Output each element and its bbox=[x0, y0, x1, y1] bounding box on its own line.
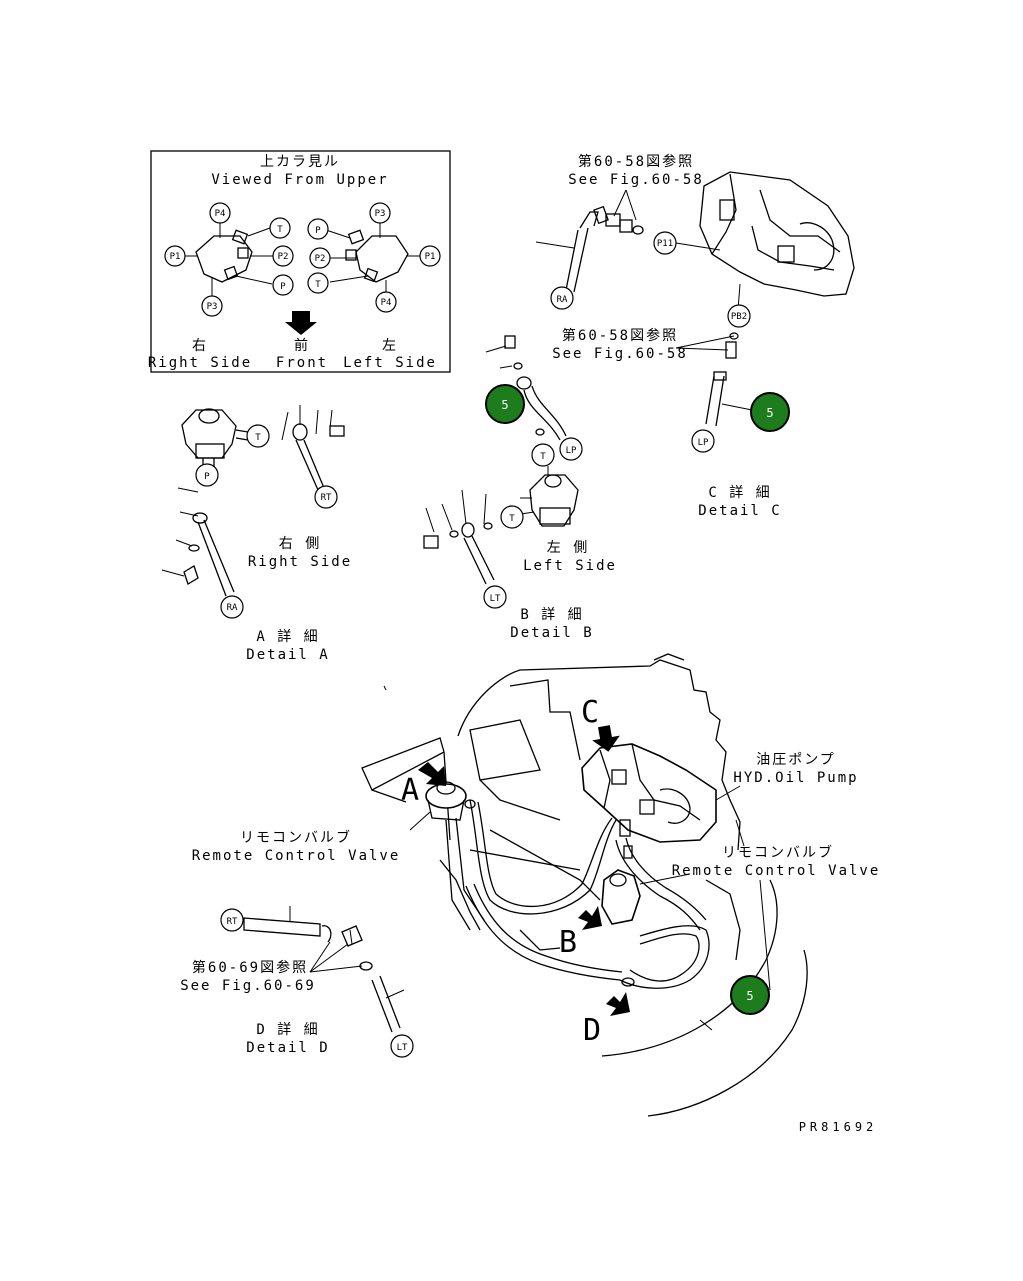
inset-left-en: Left Side bbox=[343, 355, 437, 371]
callout-5-detail-c bbox=[750, 392, 790, 432]
callout-label: 5 bbox=[746, 989, 753, 1003]
inset-front-jp: 前 bbox=[294, 337, 310, 354]
detail-c-ref1-jp: 第60-58図参照 bbox=[578, 153, 694, 170]
detail-a-side-en: Right Side bbox=[248, 554, 352, 570]
tag-ra: RA bbox=[557, 295, 568, 305]
port-tag: P4 bbox=[215, 209, 226, 219]
detail-b-title-jp: B 詳 細 bbox=[520, 607, 583, 623]
callout-label: 5 bbox=[501, 398, 508, 412]
view-arrow-d-icon bbox=[606, 992, 630, 1016]
detail-c: 第60-58図参照 See Fig.60-58 P11 RA PB2 第60-5… bbox=[535, 153, 855, 519]
view-letter-c: C bbox=[581, 695, 599, 730]
port-tag: P1 bbox=[170, 252, 181, 262]
main-assembly: A B C D 油圧ポンプ HYD.Oil Pump リモコンバルブ Remot… bbox=[192, 653, 881, 1117]
tag-lt: LT bbox=[397, 1043, 408, 1053]
tag-p11: P11 bbox=[657, 239, 673, 249]
view-letter-b: B bbox=[559, 925, 577, 960]
inset-left-jp: 左 bbox=[382, 338, 398, 354]
port-tag: P2 bbox=[278, 252, 289, 262]
port-tag: P2 bbox=[315, 254, 326, 264]
detail-b: LP T T LT 5 左 側 Left Side B 詳 細 Detail B bbox=[423, 335, 617, 641]
detail-c-ref2-en: See Fig.60-58 bbox=[552, 346, 688, 362]
view-letter-d: D bbox=[583, 1013, 601, 1048]
detail-d: RT LT 第60-69図参照 See Fig.60-69 D 詳 細 Deta… bbox=[180, 906, 414, 1058]
rcv-right-label-en: Remote Control Valve bbox=[672, 863, 881, 879]
tag-t: T bbox=[540, 452, 546, 462]
inset-right-jp: 右 bbox=[192, 338, 208, 354]
port-tag: P bbox=[315, 226, 321, 236]
detail-d-title-jp: D 詳 細 bbox=[256, 1022, 319, 1038]
view-arrow-a-icon bbox=[418, 762, 446, 786]
detail-c-ref2-jp: 第60-58図参照 bbox=[562, 327, 678, 344]
detail-d-title-en: Detail D bbox=[246, 1040, 329, 1056]
port-tag: P3 bbox=[375, 209, 386, 219]
tag-ra: RA bbox=[227, 603, 238, 613]
rcv-left-label-jp: リモコンバルブ bbox=[240, 829, 352, 846]
port-tag: P bbox=[280, 282, 286, 292]
tag-lp: LP bbox=[698, 438, 709, 448]
tag-rt: RT bbox=[227, 917, 238, 927]
callout-label: 5 bbox=[766, 406, 773, 420]
drawing-number: PR81692 bbox=[799, 1120, 878, 1134]
inset-right-en: Right Side bbox=[148, 355, 252, 371]
detail-a: T P RT RA 右 側 Right Side A 詳 細 Detail A bbox=[161, 405, 352, 663]
view-letter-a: A bbox=[401, 773, 419, 808]
port-tag: P3 bbox=[207, 302, 218, 312]
inset-right-tags: P3 P P2 P1 T P4 bbox=[307, 202, 441, 313]
view-arrow-b-icon bbox=[578, 906, 602, 930]
tag-lt: LT bbox=[490, 594, 501, 604]
callout-5-main bbox=[730, 975, 770, 1015]
inset-right-valve bbox=[325, 222, 422, 294]
inset-frame bbox=[150, 150, 451, 373]
detail-d-ref-jp: 第60-69図参照 bbox=[192, 959, 308, 976]
detail-b-side-en: Left Side bbox=[523, 558, 617, 574]
inset-left-valve bbox=[183, 222, 273, 296]
rcv-left-label-en: Remote Control Valve bbox=[192, 848, 401, 864]
tag-lp: LP bbox=[566, 446, 577, 456]
detail-c-title-en: Detail C bbox=[698, 503, 781, 519]
rcv-right-label-jp: リモコンバルブ bbox=[722, 844, 834, 861]
detail-a-title-en: Detail A bbox=[246, 647, 329, 663]
port-tag: P1 bbox=[425, 252, 436, 262]
port-tag: T bbox=[277, 225, 283, 235]
detail-a-side-jp: 右 側 bbox=[279, 536, 321, 552]
port-tag: P4 bbox=[381, 298, 392, 308]
detail-b-title-en: Detail B bbox=[510, 625, 593, 641]
inset-title-jp: 上カラ見ル bbox=[260, 154, 340, 170]
tag-p: P bbox=[204, 472, 210, 482]
inset-viewed-from-upper: 上カラ見ル Viewed From Upper P4 T P1 P2 P bbox=[148, 150, 451, 373]
inset-title-en: Viewed From Upper bbox=[211, 172, 388, 188]
tag-t: T bbox=[255, 433, 261, 443]
front-arrow-icon bbox=[285, 311, 317, 335]
detail-b-side-jp: 左 側 bbox=[547, 540, 589, 556]
pump-label-en: HYD.Oil Pump bbox=[733, 770, 858, 786]
tag-t: T bbox=[509, 514, 515, 524]
inset-left-tags: P4 T P1 P2 P P3 bbox=[164, 202, 294, 317]
port-tag: T bbox=[315, 280, 321, 290]
detail-c-title-jp: C 詳 細 bbox=[708, 485, 771, 501]
inset-front-en: Front bbox=[276, 355, 328, 371]
tag-rt: RT bbox=[321, 493, 332, 503]
detail-a-title-jp: A 詳 細 bbox=[256, 629, 319, 645]
pump-label-jp: 油圧ポンプ bbox=[756, 752, 836, 768]
callout-5-detail-b bbox=[485, 384, 525, 424]
tag-pb2: PB2 bbox=[731, 312, 747, 322]
detail-c-ref1-en: See Fig.60-58 bbox=[568, 172, 704, 188]
view-arrow-c-icon bbox=[592, 725, 620, 752]
detail-d-ref-en: See Fig.60-69 bbox=[180, 978, 316, 994]
